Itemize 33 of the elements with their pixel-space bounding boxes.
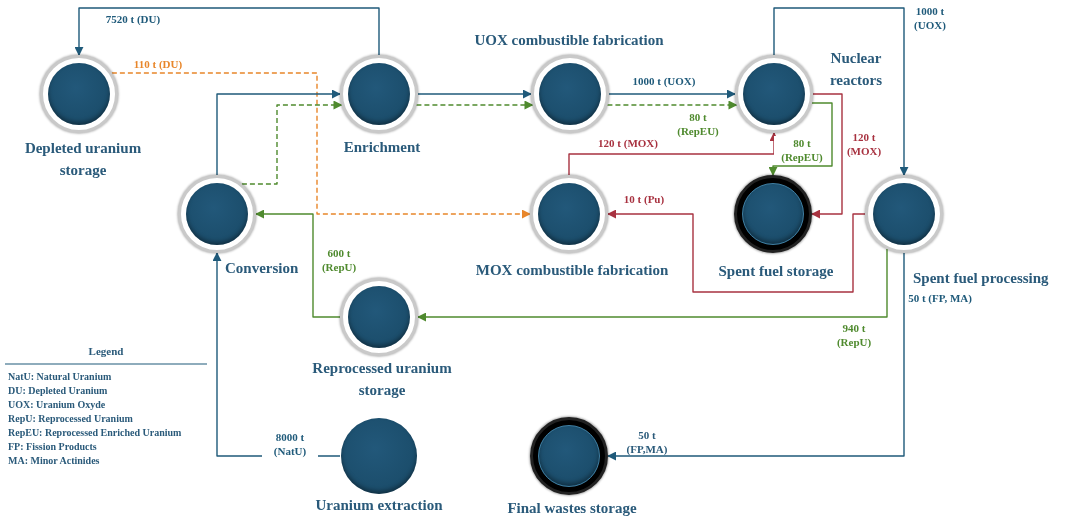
flow-arrow [608, 89, 736, 99]
flow-arrow [607, 209, 866, 293]
node-label: Spent fuel processing [913, 269, 1050, 288]
legend-entry: RepEU: Reprocessed Enriched Uranium [8, 426, 182, 440]
flow-arrow [255, 209, 341, 318]
node-label: Depleted uranium storage [23, 139, 143, 180]
flow-arrow [111, 72, 531, 219]
node-label: Enrichment [342, 138, 422, 157]
legend-entry: UOX: Uranium Oxyde [8, 398, 106, 412]
node-label: Nuclear reactors [828, 49, 884, 90]
flow-arrow [74, 7, 380, 56]
flow-label: 50 t (FP,MA) [625, 428, 669, 456]
node-label: MOX combustible fabrication [474, 261, 670, 280]
legend-entry: NatU: Natural Uranium [8, 370, 112, 384]
legend-entry: DU: Depleted Uranium [8, 384, 108, 398]
flow-arrow [768, 102, 833, 176]
node-label: Conversion [225, 259, 300, 278]
flow-arrow [568, 132, 779, 176]
node-label: Final wastes storage [506, 499, 638, 518]
flow-arrow [417, 89, 532, 99]
flow-arrow [811, 93, 843, 219]
legend-title: Legend [87, 344, 125, 358]
edge-label: 50 t (FP, MA) [908, 291, 972, 305]
flow-arrow [216, 89, 341, 176]
flow-arrow [773, 7, 909, 176]
flow-arrow [607, 252, 905, 461]
node-label: UOX combustible fabrication [473, 31, 665, 50]
node-label: Uranium extraction [314, 496, 444, 515]
node-label: Reprocessed uranium storage [311, 359, 453, 400]
node-label: Spent fuel storage [717, 262, 835, 281]
legend-entry: MA: Minor Actinides [8, 454, 100, 468]
legend-entry: FP: Fission Products [8, 440, 97, 454]
legend-entry: RepU: Reprocessed Uranium [8, 412, 133, 426]
